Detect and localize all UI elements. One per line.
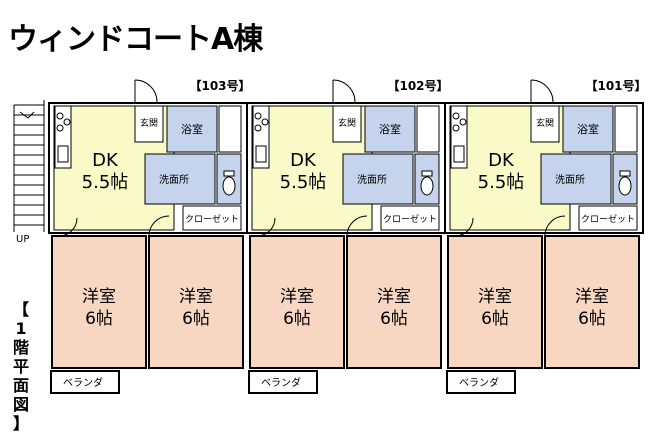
stair-up-label: UP bbox=[16, 234, 30, 245]
balcony-label: ベランダ bbox=[459, 376, 499, 389]
unit-number-label: 【102号】 bbox=[387, 78, 448, 93]
door-swing-icon bbox=[454, 217, 474, 237]
toilet-tank-icon bbox=[223, 170, 235, 177]
entrance-area bbox=[332, 105, 362, 143]
door-swing-icon bbox=[332, 79, 356, 103]
washroom-label: 洗面所 bbox=[159, 174, 189, 186]
balcony-area bbox=[446, 370, 516, 394]
western-room bbox=[346, 235, 442, 369]
bathtub-icon bbox=[416, 105, 440, 153]
door-swing-icon bbox=[544, 215, 566, 237]
stove-burner-icon bbox=[459, 118, 467, 126]
western-room-name-label: 洋室 bbox=[575, 287, 609, 307]
door-swing-icon bbox=[530, 79, 554, 103]
western-room-size-label: 6帖 bbox=[182, 309, 210, 329]
stove-burner-icon bbox=[63, 118, 71, 126]
dk-size-label: 5.5帖 bbox=[478, 172, 525, 193]
floor-label-char: 階 bbox=[12, 338, 29, 357]
dk-name-label: DK bbox=[488, 150, 515, 171]
toilet-tank-icon bbox=[619, 170, 631, 177]
dk-name-label: DK bbox=[290, 150, 317, 171]
stove-burner-icon bbox=[254, 124, 262, 132]
western-room-name-label: 洋室 bbox=[377, 287, 411, 307]
door-swing-icon bbox=[148, 215, 170, 237]
toilet-tank-icon bbox=[421, 170, 433, 177]
washroom-room bbox=[144, 153, 216, 205]
bathtub-icon bbox=[218, 105, 242, 153]
balcony-area bbox=[248, 370, 318, 394]
closet-label: クローゼット bbox=[383, 213, 437, 225]
entrance-label: 玄関 bbox=[536, 117, 554, 129]
washroom-room bbox=[342, 153, 414, 205]
dk-size-label: 5.5帖 bbox=[280, 172, 327, 193]
floor-label-char: 【 bbox=[12, 300, 29, 319]
western-room-name-label: 洋室 bbox=[82, 287, 116, 307]
entrance-label: 玄関 bbox=[140, 117, 158, 129]
building-title: ウィンドコートA棟 bbox=[8, 22, 263, 57]
bath-label: 浴室 bbox=[181, 122, 203, 136]
floor-plan-label: 【 1 階 平 面 図 】 bbox=[6, 300, 36, 433]
bath-label: 浴室 bbox=[379, 122, 401, 136]
stove-burner-icon bbox=[56, 124, 64, 132]
washroom-label: 洗面所 bbox=[555, 174, 585, 186]
western-room-size-label: 6帖 bbox=[380, 309, 408, 329]
floor-label-char: 図 bbox=[12, 395, 29, 414]
stove-burner-icon bbox=[56, 112, 64, 120]
dk-size-label: 5.5帖 bbox=[82, 172, 129, 193]
floor-label-char: 1 bbox=[15, 319, 27, 338]
door-swing-icon bbox=[346, 215, 368, 237]
door-swing-icon bbox=[58, 217, 78, 237]
sink-icon bbox=[255, 145, 267, 163]
toilet-icon bbox=[222, 176, 236, 196]
balcony-label: ベランダ bbox=[261, 376, 301, 389]
floor-label-char: 】 bbox=[12, 414, 29, 433]
western-room-size-label: 6帖 bbox=[85, 309, 113, 329]
stove-burner-icon bbox=[254, 112, 262, 120]
closet-label: クローゼット bbox=[581, 213, 635, 225]
western-room-size-label: 6帖 bbox=[481, 309, 509, 329]
dk-name-label: DK bbox=[92, 150, 119, 171]
toilet-icon bbox=[618, 176, 632, 196]
western-room bbox=[51, 235, 147, 369]
stove-burner-icon bbox=[452, 124, 460, 132]
floor-label-char: 平 bbox=[12, 357, 29, 376]
western-room-size-label: 6帖 bbox=[578, 309, 606, 329]
stair-arrow-icon bbox=[19, 111, 35, 119]
entrance-label: 玄関 bbox=[338, 117, 356, 129]
bath-room bbox=[364, 105, 416, 153]
stove-burner-icon bbox=[452, 112, 460, 120]
bathtub-icon bbox=[614, 105, 638, 153]
toilet-icon bbox=[420, 176, 434, 196]
closet-room bbox=[380, 205, 440, 231]
western-room-name-label: 洋室 bbox=[478, 287, 512, 307]
western-room bbox=[544, 235, 640, 369]
bath-label: 浴室 bbox=[577, 122, 599, 136]
western-room-name-label: 洋室 bbox=[179, 287, 213, 307]
closet-room bbox=[578, 205, 638, 231]
washroom-label: 洗面所 bbox=[357, 174, 387, 186]
closet-room bbox=[182, 205, 242, 231]
closet-label: クローゼット bbox=[185, 213, 239, 225]
balcony-area bbox=[50, 370, 120, 394]
stove-burner-icon bbox=[261, 118, 269, 126]
entrance-area bbox=[134, 105, 164, 143]
western-room-size-label: 6帖 bbox=[283, 309, 311, 329]
bath-room bbox=[562, 105, 614, 153]
door-swing-icon bbox=[256, 217, 276, 237]
sink-icon bbox=[57, 145, 69, 163]
balcony-label: ベランダ bbox=[63, 376, 103, 389]
unit-number-label: 【103号】 bbox=[189, 78, 250, 93]
bath-room bbox=[166, 105, 218, 153]
western-room bbox=[148, 235, 244, 369]
western-room bbox=[249, 235, 345, 369]
unit-number-label: 【101号】 bbox=[585, 78, 646, 93]
entrance-area bbox=[530, 105, 560, 143]
floor-label-char: 面 bbox=[12, 376, 29, 395]
door-swing-icon bbox=[134, 79, 158, 103]
western-room-name-label: 洋室 bbox=[280, 287, 314, 307]
western-room bbox=[447, 235, 543, 369]
washroom-room bbox=[540, 153, 612, 205]
sink-icon bbox=[453, 145, 465, 163]
